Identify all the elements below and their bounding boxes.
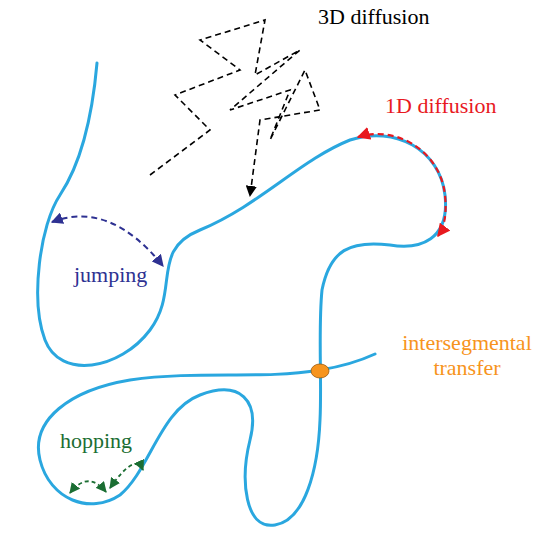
random-walk	[150, 20, 320, 196]
process-label: jumping	[74, 262, 147, 287]
protein-dot	[311, 364, 329, 378]
process-label: 1D diffusion	[385, 93, 496, 118]
process-label: intersegmental transfer	[392, 330, 542, 381]
process-label: 3D diffusion	[318, 4, 429, 29]
dna-strand	[38, 63, 446, 525]
jumping-arrow	[52, 217, 163, 267]
sliding-arrow	[358, 134, 446, 236]
hopping-arrow	[70, 481, 106, 493]
hopping-arrow	[110, 464, 143, 488]
process-label: hopping	[60, 428, 132, 453]
